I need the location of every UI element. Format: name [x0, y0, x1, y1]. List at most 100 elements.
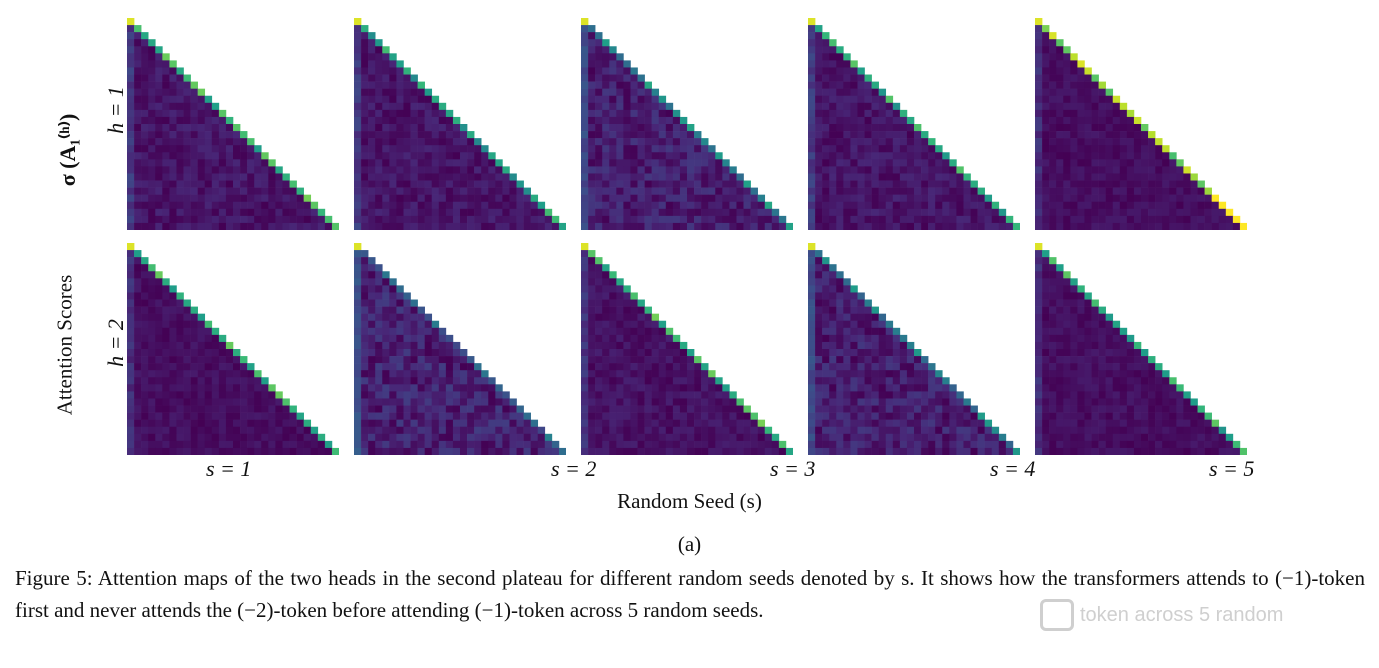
heatmap-cell	[460, 187, 468, 195]
heatmap-cell	[1077, 299, 1085, 307]
heatmap-cell	[1056, 271, 1064, 279]
heatmap-cell	[417, 201, 425, 210]
heatmap-cell	[829, 116, 837, 125]
heatmap-cell	[687, 447, 695, 455]
heatmap-cell	[850, 215, 858, 224]
heatmap-cell	[630, 292, 638, 300]
heatmap-cell	[530, 447, 539, 455]
heatmap-cell	[495, 222, 503, 230]
heatmap-cell	[1070, 124, 1078, 132]
heatmap-cell	[850, 440, 858, 449]
heatmap-cell	[148, 292, 156, 300]
heatmap-cell	[581, 81, 589, 89]
heatmap-cell	[701, 447, 709, 455]
heatmap-cell	[857, 109, 865, 118]
heatmap-cell	[389, 60, 397, 68]
heatmap-cell	[892, 356, 901, 364]
heatmap-cell	[396, 306, 404, 314]
heatmap-cell	[1112, 138, 1121, 146]
heatmap-cell	[588, 81, 596, 89]
heatmap-cell	[822, 53, 830, 61]
heatmap-cell	[225, 201, 234, 210]
heatmap-cell	[495, 173, 503, 181]
heatmap-cell	[155, 334, 163, 343]
heatmap-cell	[602, 145, 610, 153]
heatmap-cell	[1225, 440, 1234, 449]
heatmap-cell	[396, 159, 404, 167]
heatmap-cell	[1190, 412, 1198, 420]
heatmap-cell	[467, 426, 475, 435]
heatmap-cell	[127, 173, 135, 181]
heatmap-cell	[1070, 173, 1078, 181]
heatmap-cell	[630, 356, 638, 364]
heatmap-cell	[134, 116, 142, 125]
heatmap-cell	[445, 215, 454, 224]
heatmap-cell	[410, 102, 418, 111]
heatmap-cell	[764, 426, 773, 435]
heatmap-cell	[169, 440, 177, 449]
heatmap-cell	[368, 440, 376, 449]
heatmap-cell	[1141, 398, 1149, 406]
heatmap-cell	[736, 215, 744, 224]
heatmap-cell	[602, 320, 610, 329]
heatmap-cell	[1084, 109, 1092, 118]
heatmap-cell	[588, 384, 596, 392]
heatmap-cell	[588, 370, 596, 378]
heatmap-cell	[942, 447, 950, 455]
heatmap-cell	[361, 327, 369, 336]
heatmap-cell	[630, 215, 638, 224]
heatmap-cell	[679, 405, 688, 413]
heatmap-cell	[829, 138, 837, 146]
heatmap-cell	[361, 145, 369, 153]
heatmap-cell	[375, 264, 383, 272]
heatmap-cell	[1056, 46, 1064, 54]
heatmap-cell	[403, 124, 411, 132]
heatmap-cell	[289, 440, 297, 449]
heatmap-cell	[211, 116, 220, 125]
heatmap-cell	[822, 215, 830, 224]
heatmap-cell	[921, 377, 929, 385]
heatmap-cell	[822, 173, 830, 181]
heatmap-cell	[616, 299, 624, 307]
heatmap-cell	[602, 201, 610, 210]
heatmap-cell	[694, 412, 702, 420]
heatmap-cell	[836, 81, 844, 89]
heatmap-cell	[240, 377, 248, 385]
heatmap-cell	[375, 95, 383, 104]
heatmap-cell	[836, 166, 844, 174]
heatmap-cell	[864, 187, 872, 195]
heatmap-cell	[829, 152, 837, 160]
heatmap-cell	[361, 250, 369, 258]
heatmap-cell	[892, 194, 901, 203]
heatmap-cell	[729, 194, 737, 203]
heatmap-cell	[609, 124, 617, 132]
heatmap-cell	[885, 152, 894, 160]
heatmap-cell	[211, 215, 220, 224]
heatmap-cell	[218, 391, 227, 399]
heatmap-cell	[551, 447, 560, 455]
heatmap-cell	[1077, 180, 1085, 188]
heatmap-cell	[452, 433, 461, 442]
heatmap-cell	[829, 384, 837, 392]
heatmap-cell	[516, 187, 524, 195]
heatmap-cell	[467, 201, 475, 210]
heatmap-cell	[1091, 370, 1099, 378]
heatmap-cell	[595, 138, 603, 146]
heatmap-cell	[240, 363, 248, 371]
heatmap-cell	[644, 131, 652, 139]
heatmap-cell	[899, 391, 908, 399]
heatmap-cell	[822, 194, 830, 203]
heatmap-cell	[595, 327, 603, 336]
heatmap-cell	[382, 46, 390, 54]
heatmap-cell	[354, 116, 362, 125]
heatmap-cell	[729, 405, 737, 413]
heatmap-cell	[389, 341, 397, 350]
heatmap-cell	[282, 433, 290, 442]
heatmap-cell	[382, 53, 390, 61]
heatmap-cell	[282, 398, 290, 406]
heatmap-cell	[190, 180, 198, 188]
heatmap-cell	[1105, 145, 1114, 153]
heatmap-cell	[410, 377, 418, 385]
heatmap-cell	[701, 222, 709, 230]
heatmap-cell	[963, 180, 971, 188]
